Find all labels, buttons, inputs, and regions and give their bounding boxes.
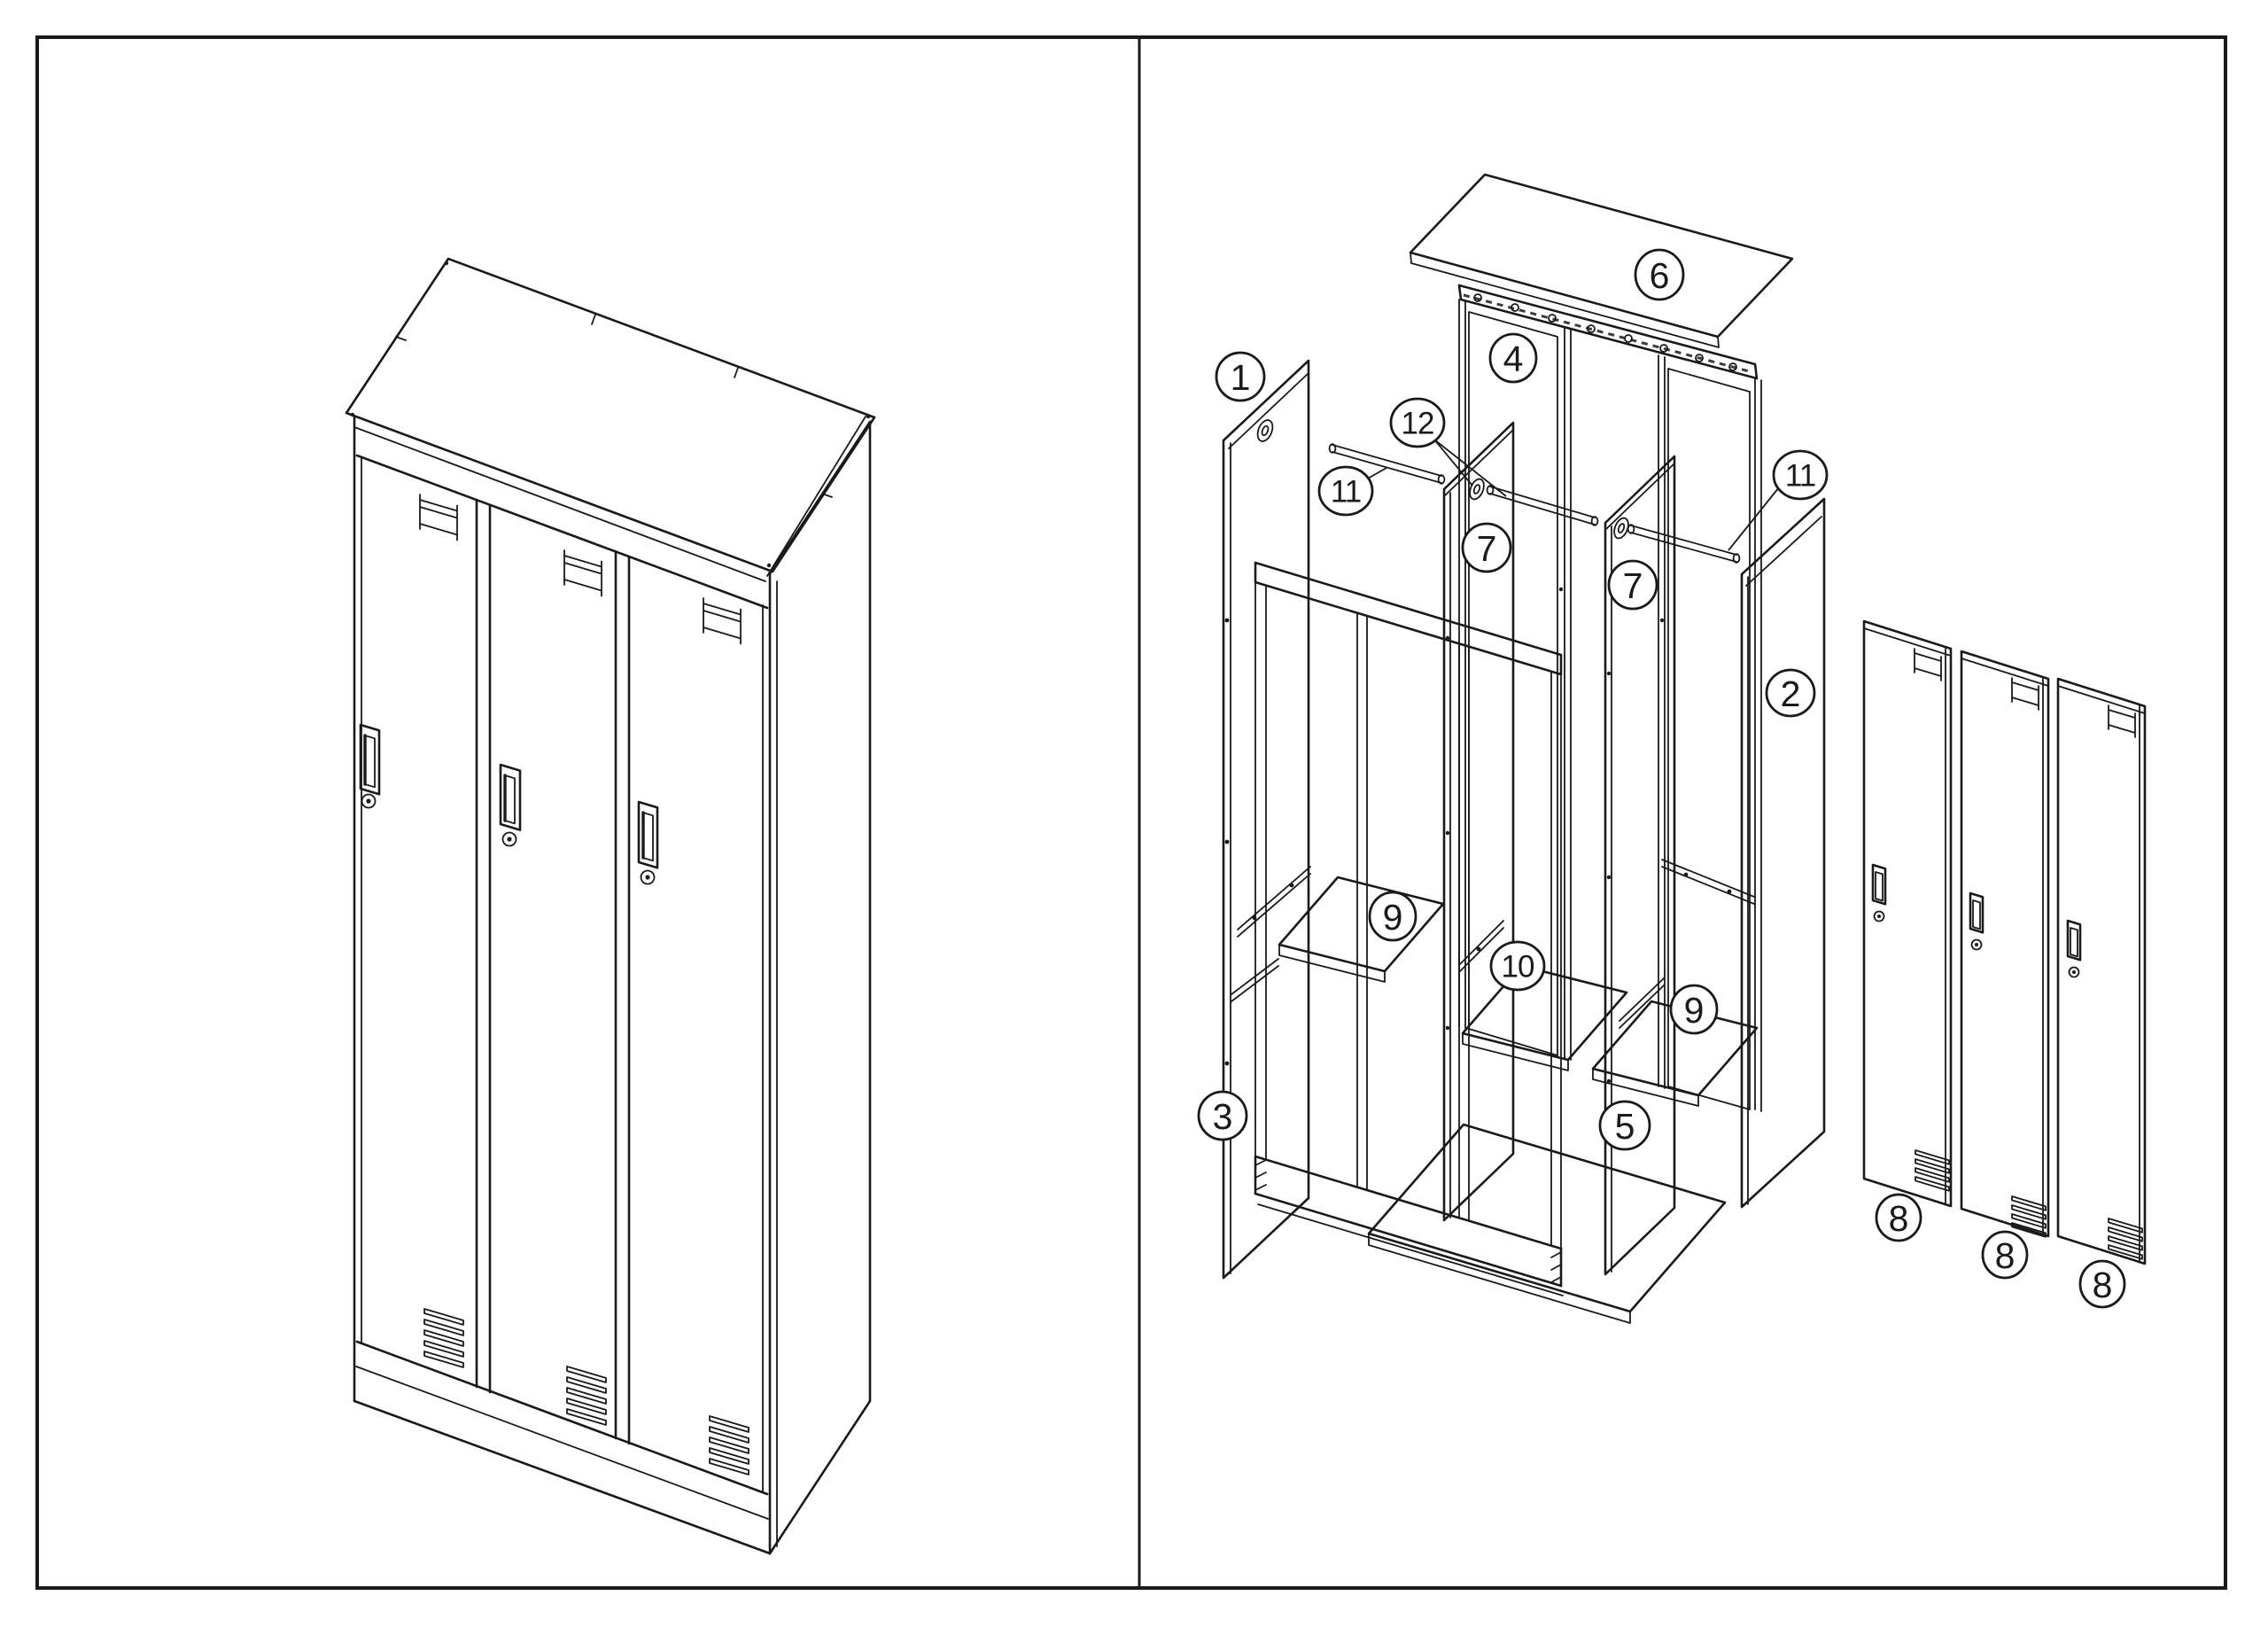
vent-icon [566,1366,607,1426]
part-6-top-cover [1409,173,1794,348]
part-callout-6 [1634,248,1685,301]
part-callout-9 [1368,891,1418,942]
part-callout-7 [1461,522,1512,573]
lock-icon [1970,938,1983,951]
part-number-5: 5 [1615,1106,1635,1147]
part-number-11: 11 [1785,459,1815,494]
part-callout-8 [1875,1193,1922,1242]
lock-icon [640,869,656,885]
part-number-9: 9 [1383,897,1403,938]
door-handles [359,723,659,885]
page-border [35,35,2227,1590]
card-slot-icon [703,597,742,645]
part-number-8: 8 [2093,1265,2113,1305]
door-gaps [361,457,764,1493]
shelf-support-rails [1231,859,1755,1029]
part-number-9: 9 [1684,990,1705,1031]
part-10-bottom-shelf [1461,964,1628,1071]
part-number-4: 4 [1503,339,1524,379]
lock-icon [361,793,377,809]
door-vents [423,1308,750,1475]
part-7-partition-right [1604,455,1676,1276]
assembled-locker-view [345,257,876,1555]
part-number-6: 6 [1650,255,1670,296]
part-number-7: 7 [1477,528,1497,569]
part-9-shelf-left [1278,876,1445,983]
part-11-hanger-rods [1328,443,1741,564]
part-callout-1 [1215,351,1266,402]
part-number-1: 1 [1231,357,1251,398]
part-9-shelf-right [1591,1000,1759,1107]
part-number-2: 2 [1781,673,1801,714]
door-card-slots [419,494,742,645]
part-callout-8 [1981,1230,2029,1280]
vent-icon [423,1308,464,1368]
coat-hook-icon [1469,478,1485,501]
part-callout-3 [1197,1090,1248,1141]
coat-hook-icon [1613,517,1629,540]
door-panel [1862,619,1953,1208]
border-rect [35,35,2227,1590]
part-number-11: 11 [1331,475,1361,510]
lock-icon [501,831,517,847]
part-2-right-side-panel [1740,497,1826,1209]
part-number-8: 8 [1889,1198,1909,1239]
part-number-10: 10 [1502,950,1534,985]
part-callout-2 [1765,668,1816,718]
part-number-12: 12 [1402,407,1434,441]
part-callout-5 [1598,1100,1651,1151]
part-callout-7 [1607,559,1658,611]
callout-leader-11 [1365,467,1387,480]
door-panel [2056,677,2147,1265]
locker-top [345,257,876,582]
callout-leader-11 [1728,487,1780,551]
callout-leader-12 [1433,439,1507,497]
part-callout-12 [1389,397,1446,448]
part-callout-11 [1317,465,1374,517]
part-callout-9 [1669,984,1719,1035]
part-number-7: 7 [1623,565,1643,606]
part-7-partition-left [1442,421,1515,1222]
part-number-3: 3 [1213,1096,1233,1137]
callout-leader-12 [1433,439,1473,487]
lock-icon [1873,910,1885,922]
part-callout-11 [1772,449,1829,501]
card-slot-icon [563,549,602,597]
part-callout-10 [1489,940,1546,992]
lock-icon [2068,966,2080,978]
part-number-8: 8 [1995,1235,2016,1276]
part-callout-8 [2078,1259,2126,1309]
card-slot-icon [419,494,458,541]
part-5-bottom-cover [1367,1123,1727,1324]
door-panel [1960,650,2050,1238]
vent-icon [709,1415,750,1475]
locker-carcass [353,415,872,1555]
coat-hook-icon [1256,419,1274,442]
part-8-doors [1862,619,2147,1265]
part-3-front-frame [1254,561,1564,1296]
part-callout-4 [1488,332,1538,384]
